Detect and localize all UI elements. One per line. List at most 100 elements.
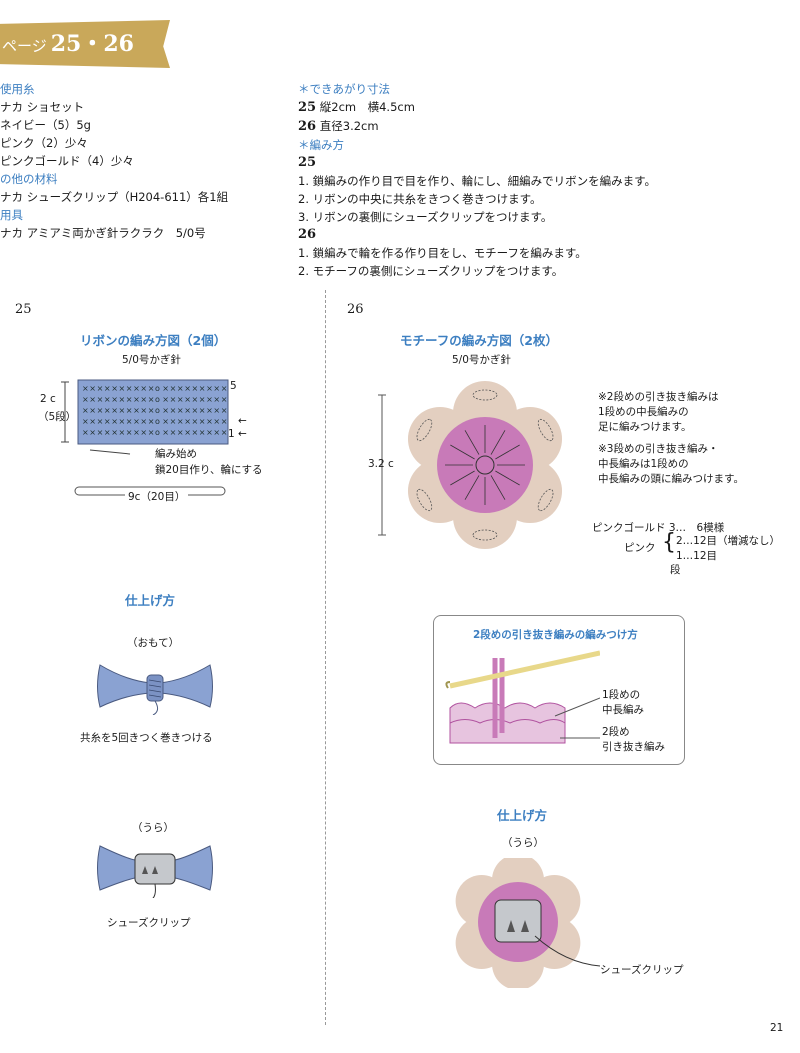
size-25: 25 縦2cm 横4.5cm [298,100,415,115]
material-line: ピンク（2）少々 [0,136,88,150]
bow-back-right [174,845,213,891]
stitch-mark: × [111,428,118,437]
ribbon-chart: ××××××××××o×××××××××××××××××××o×××××××××… [61,379,229,496]
motif-chart [378,381,563,549]
crochet-hook-tip [445,681,451,689]
back-label-25: （うら） [132,822,174,834]
stitch-mark: × [133,428,140,437]
stitch-mark: × [221,428,228,437]
motif-stitches [416,389,554,541]
ribbon-hook: 5/0号かぎ針 [122,354,181,366]
section-25-number: 25 [15,302,32,317]
inset-row1 [449,702,566,744]
clip-pointer [534,935,601,967]
stitch-mark: × [104,384,111,393]
ribbon-diagram-title: リボンの編み方図（2個） [80,333,227,348]
legend-row2: 2…12目（増減なし） [676,535,781,547]
stitch-mark: × [192,417,199,426]
finish-title-26: 仕上げ方 [497,808,548,823]
stitch-mark: × [221,384,228,393]
ribbon-row-top: 5 [230,380,237,392]
stitch-mark: × [162,395,169,404]
clip-pointer [152,883,156,898]
stitch-mark: × [192,384,199,393]
text-line: 引き抜き編み [602,741,665,753]
ribbon-height-label: 2 c [40,393,56,405]
inset-row1-stitches [449,719,566,724]
stitch-mark: × [82,428,89,437]
stitch-mark: × [206,384,213,393]
material-line: 使用糸 [0,82,35,96]
stitch-mark: × [148,417,155,426]
motif-center [437,417,533,513]
crochet-hook-icon [449,650,600,689]
stitch-line [495,470,520,486]
stitch-mark: × [89,417,96,426]
bow-label-pointer [152,700,159,715]
stitch-mark: × [221,417,228,426]
stitch-mark: × [213,395,220,404]
bow-front-illustration [97,664,213,715]
petal-stitch [537,418,554,442]
stitch-mark: × [133,384,140,393]
stitch-mark: o [155,417,160,426]
header-prefix: ページ [2,37,47,55]
stitch-mark: × [170,395,177,404]
row-arrow-icon: ← [238,428,247,440]
stitch-mark: × [162,428,169,437]
text-line: 1. 鎖編みで輪を作る作り目をし、モチーフを編みます。 [298,246,587,260]
ribbon-width-label: 9c（20目） [125,489,189,504]
stitch-mark: × [97,406,104,415]
bow-wrap-lines [148,679,162,698]
bow-back-left [97,845,136,891]
size-heading: ＊できあがり寸法 [298,82,390,96]
clip-label-26: シューズクリップ [600,964,684,976]
text-line: ※3段めの引き抜き編み・ [598,443,719,455]
stitch-line [450,444,475,460]
legend-unit: 段 [670,564,681,576]
stitch-mark: o [155,395,160,404]
stitch-mark: × [184,417,191,426]
ribbon-start-desc: 鎖20目作り、輪にする [155,464,263,476]
text-line: ※2段めの引き抜き編みは [598,391,719,403]
stitch-mark: × [199,395,206,404]
technique-illustration [445,650,600,744]
motif-diagram-title: モチーフの編み方図（2枚） [400,333,558,348]
stitch-mark: × [213,384,220,393]
stitch-mark: × [89,395,96,404]
technique-inset [433,615,685,765]
stitch-mark: × [199,384,206,393]
stitch-mark: × [177,428,184,437]
stitch-mark: × [206,406,213,415]
stitch-mark: × [140,384,147,393]
stitch-mark: × [126,395,133,404]
stitch-mark: × [206,428,213,437]
stitch-mark: × [104,406,111,415]
petal-stitch [416,418,433,442]
stitch-mark: × [177,395,184,404]
ribbon-stitches: ××××××××××o×××××××××××××××××××o×××××××××… [82,384,227,437]
stitch-mark: × [104,417,111,426]
inset-label-2: 2段め引き抜き編み [602,725,665,755]
page-number: 21 [770,1022,784,1034]
stitch-mark: × [140,417,147,426]
stitch-mark: × [140,406,147,415]
legend-brace: { [662,530,676,555]
legend-row1: 1…12目 [676,550,718,562]
text-line: 中長編み [602,704,644,716]
stitch-line [495,444,520,460]
stitch-mark: × [97,384,104,393]
stitch-mark: × [221,406,228,415]
stitch-mark: o [155,406,160,415]
stitch-mark: × [184,395,191,404]
inset-title: 2段めの引き抜き編みの編みつけ方 [473,629,638,641]
stitch-mark: × [162,406,169,415]
stitch-mark: × [177,417,184,426]
legend-gold: ピンクゴールド 3… 6模様 [592,522,725,534]
ribbon-start-label: 編み始め [155,448,197,460]
finish-title-25: 仕上げ方 [125,593,176,608]
stitch-mark: × [213,428,220,437]
stitch-mark: × [111,417,118,426]
bow-back-illustration [97,845,213,898]
